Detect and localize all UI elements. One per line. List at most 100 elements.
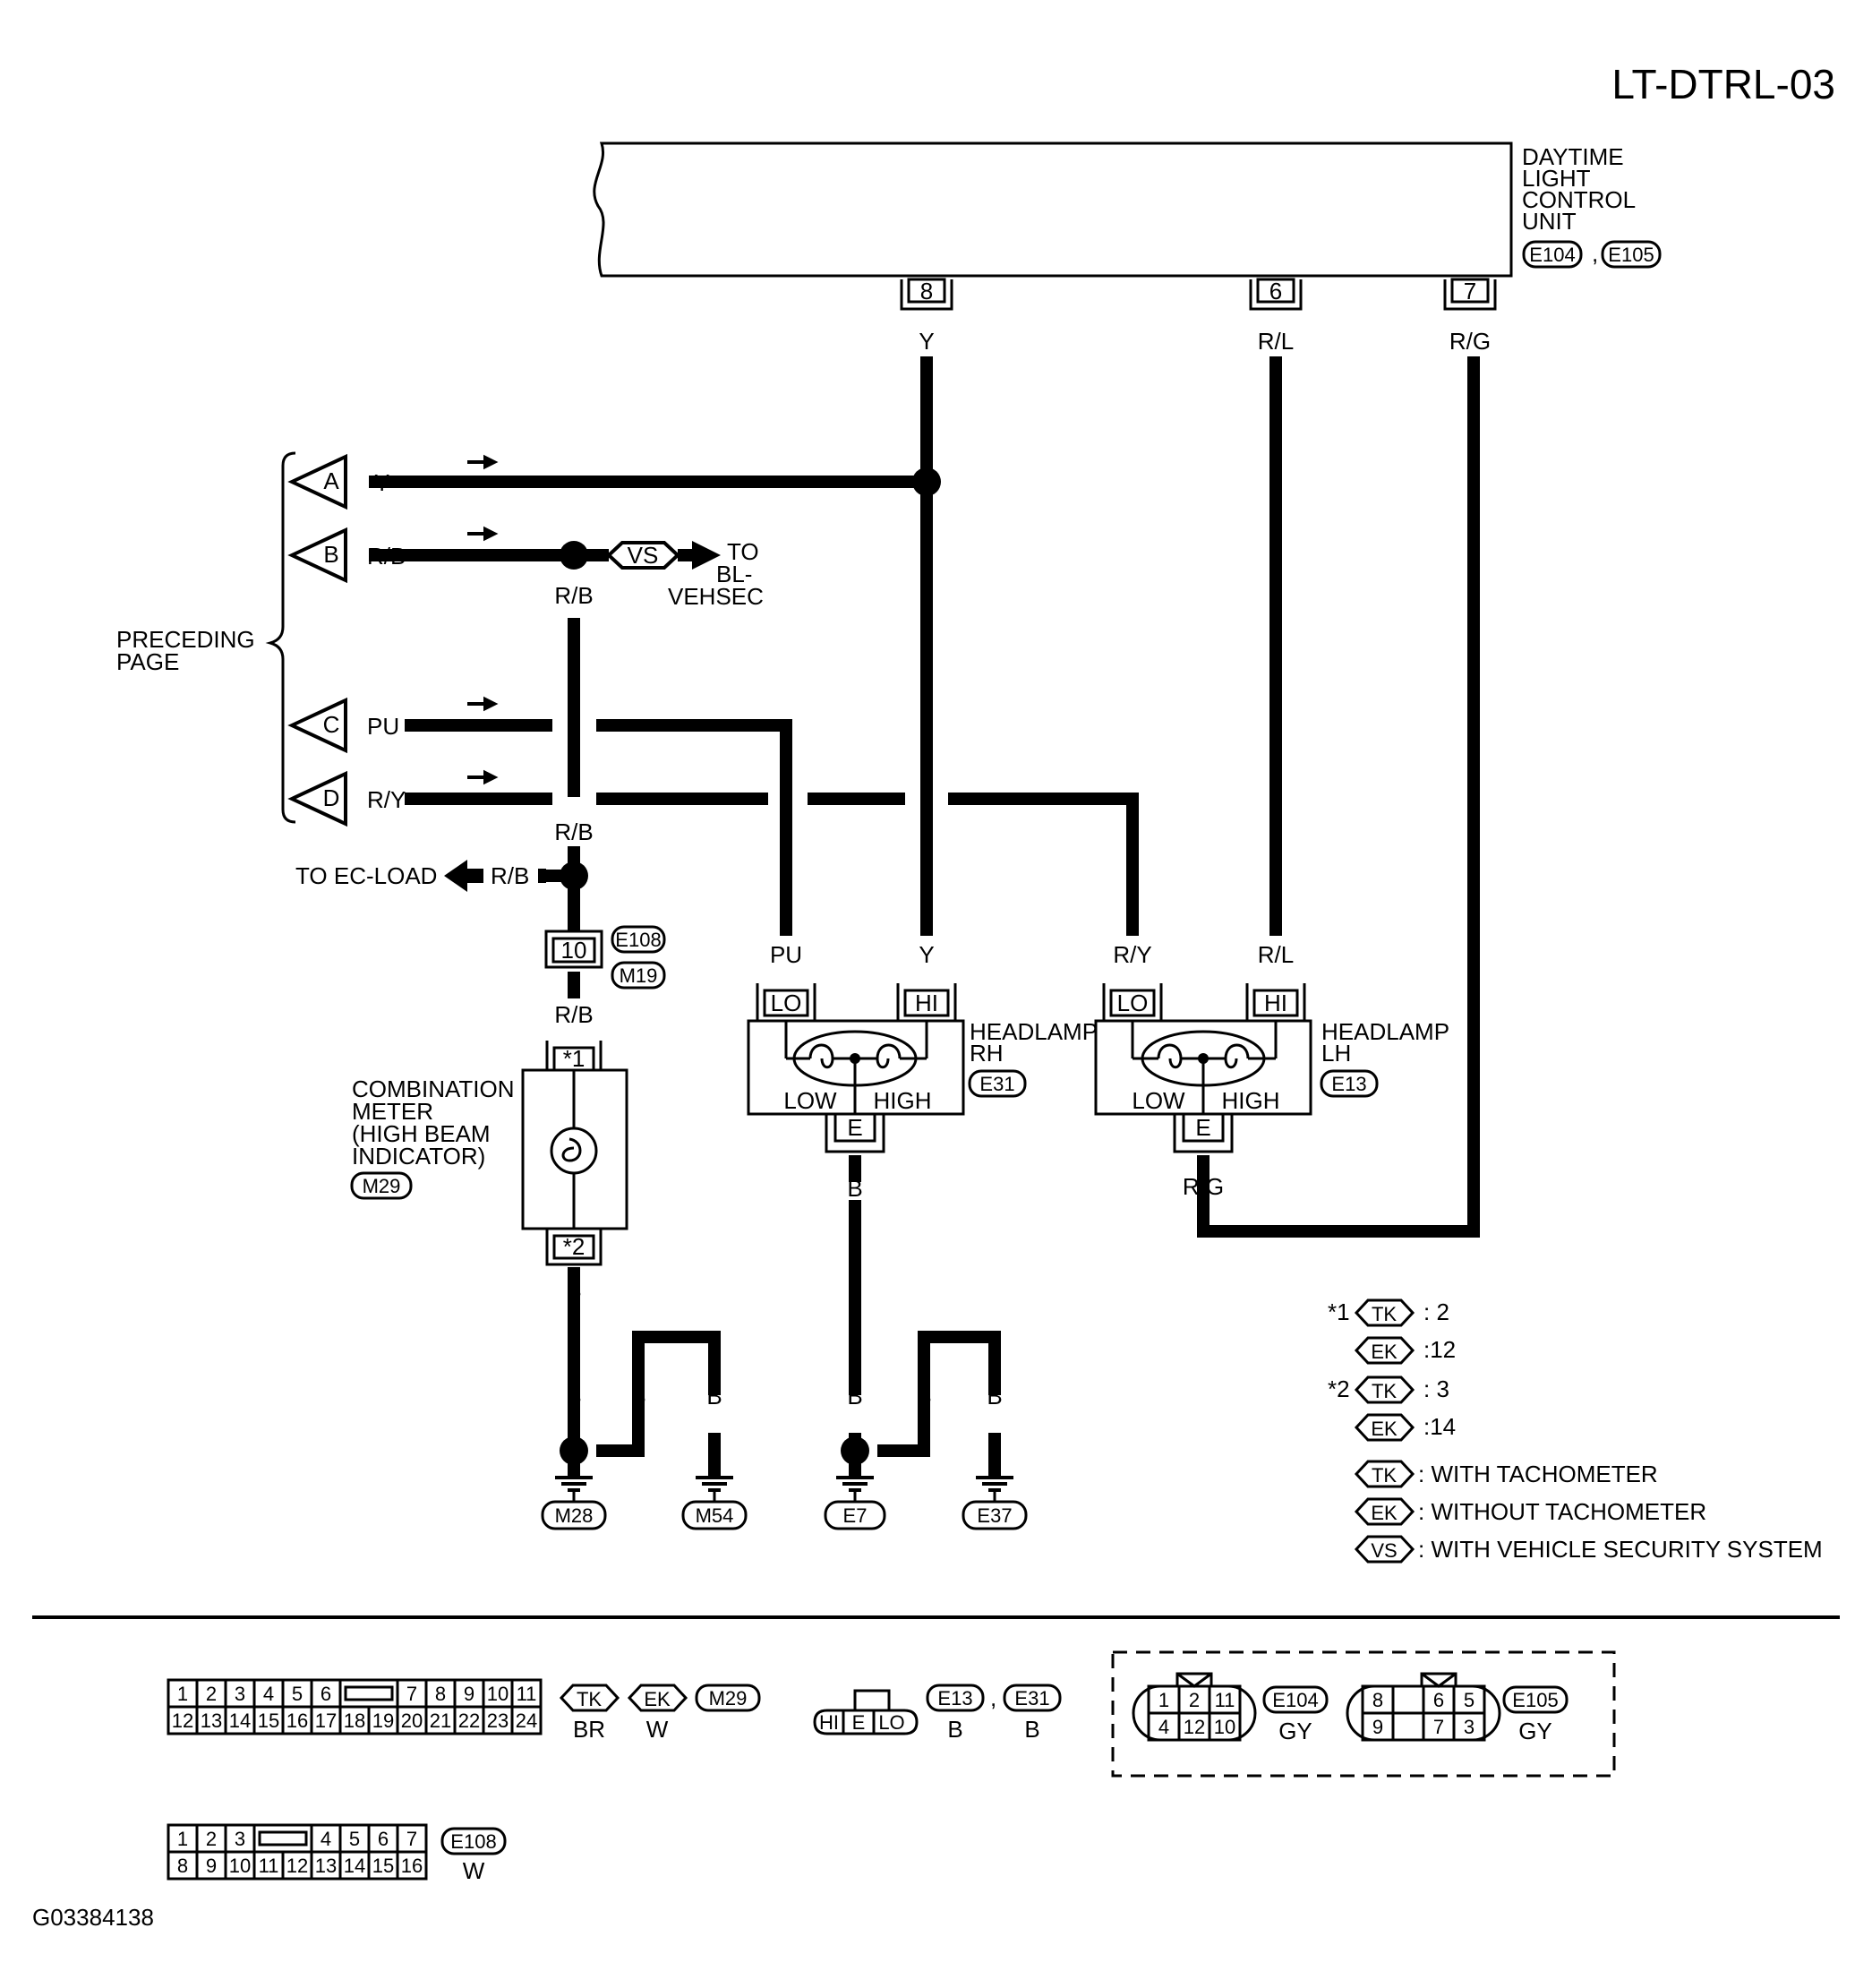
lh-pin-e: E — [1195, 1114, 1210, 1141]
svg-text:7: 7 — [1464, 278, 1476, 304]
m29-pin-2: 2 — [206, 1683, 217, 1705]
wire-ground-e7-e37 — [877, 1331, 1001, 1457]
terminal-b: B — [323, 541, 338, 568]
note-ek-star1-value: :12 — [1423, 1336, 1456, 1363]
note-ek-def-badge: EK — [1371, 1502, 1398, 1524]
rg-label-lower: R/G — [1183, 1173, 1224, 1200]
m29-pin-4: 4 — [263, 1683, 274, 1705]
rh-label-line1: HEADLAMP — [970, 1018, 1098, 1045]
note-tk-def: : WITH TACHOMETER — [1418, 1461, 1658, 1487]
e108-pin-14: 14 — [344, 1855, 365, 1877]
rh-pin-e: E — [847, 1114, 862, 1141]
hl-color-e31: B — [1024, 1716, 1039, 1743]
terminal-c-color: PU — [367, 713, 399, 740]
e108-pin-8: 8 — [177, 1855, 188, 1877]
junction-connector-2: M19 — [620, 964, 658, 987]
e108-pin-9: 9 — [206, 1855, 217, 1877]
junction-y — [912, 467, 941, 496]
figure-id: G03384138 — [32, 1904, 154, 1931]
note-ek-star2-value: :14 — [1423, 1413, 1456, 1440]
m29-pin-24: 24 — [516, 1710, 537, 1732]
lh-filament-low: LOW — [1132, 1087, 1185, 1114]
e104-pin-1: 1 — [1158, 1689, 1169, 1711]
m29-id: M29 — [709, 1687, 748, 1710]
m29-pin-16: 16 — [286, 1710, 308, 1732]
terminal-a: A — [323, 467, 339, 494]
pu-label-lower: PU — [770, 941, 802, 968]
y-label-lower: Y — [919, 941, 934, 968]
rh-pin-lo: LO — [771, 990, 802, 1016]
m29-pin-5: 5 — [292, 1683, 303, 1705]
e105-color: GY — [1518, 1718, 1552, 1744]
e104-pin-2: 2 — [1189, 1689, 1200, 1711]
ground-m54: M54 — [681, 1500, 748, 1530]
svg-text:B: B — [847, 1383, 862, 1410]
m29-pin-22: 22 — [458, 1710, 480, 1732]
svg-text:B: B — [566, 1277, 581, 1304]
unit-connector-separator: , — [1592, 240, 1598, 267]
lh-label-line1: HEADLAMP — [1321, 1018, 1449, 1045]
e108-pin-1: 1 — [177, 1828, 188, 1850]
preceding-page-line1: PRECEDING — [116, 626, 255, 653]
note-ek-def: : WITHOUT TACHOMETER — [1418, 1498, 1706, 1525]
e104-pin-11: 11 — [1215, 1689, 1235, 1711]
m29-tk-color: BR — [573, 1716, 605, 1743]
note-vs-def: : WITH VEHICLE SECURITY SYSTEM — [1418, 1536, 1823, 1563]
m29-pin-14: 14 — [229, 1710, 251, 1732]
junction-e7 — [841, 1436, 869, 1465]
svg-text:M28: M28 — [555, 1504, 594, 1527]
e105-pin-9: 9 — [1372, 1716, 1383, 1738]
control-unit-connector-frame — [1111, 1650, 1616, 1778]
svg-text:B: B — [916, 1383, 931, 1410]
connector-view-m29-labels: TK BR EK W M29 — [559, 1684, 761, 1743]
meter-label-line1: COMBINATION — [352, 1075, 515, 1102]
e105-pin-3: 3 — [1464, 1716, 1475, 1738]
headlamp-rh: LO HI LOW HIGH E HEADLAMP RH E31 — [747, 983, 1098, 1153]
vs-dest-line3: VEHSEC — [668, 583, 764, 610]
e104-color: GY — [1278, 1718, 1312, 1744]
e108-pin-12: 12 — [286, 1855, 308, 1877]
note-ek-2: EK — [1371, 1418, 1398, 1440]
wire-color-y-top: Y — [919, 328, 934, 355]
svg-text:6: 6 — [1269, 278, 1282, 304]
vs-badge: VS — [628, 542, 659, 569]
unit-pin-8: 8 — [900, 278, 953, 311]
e108-pin-10: 10 — [229, 1855, 251, 1877]
m29-pin-23: 23 — [487, 1710, 509, 1732]
m29-ek-color: W — [646, 1716, 669, 1743]
e104-id: E104 — [1272, 1689, 1318, 1711]
meter-pin-1: *1 — [563, 1045, 586, 1072]
vs-dest-line2: BL- — [716, 561, 752, 587]
svg-text:B: B — [566, 1383, 581, 1410]
junction-m28 — [560, 1436, 588, 1465]
ground-e37: E37 — [962, 1500, 1028, 1530]
e108-color: W — [463, 1857, 485, 1884]
e108-pin-3: 3 — [235, 1828, 245, 1850]
unit-label-line3: CONTROL — [1522, 186, 1636, 213]
m29-pin-1: 1 — [177, 1683, 188, 1705]
note-tk-2: TK — [1372, 1380, 1397, 1402]
e104-pin-12: 12 — [1184, 1716, 1205, 1738]
note-tk-def-badge: TK — [1372, 1464, 1397, 1487]
e108-id: E108 — [450, 1830, 496, 1853]
ec-load-branch: TO EC-LOAD R/B — [295, 860, 546, 892]
e108-pin-5: 5 — [349, 1828, 360, 1850]
lh-pin-hi: HI — [1264, 990, 1287, 1016]
m29-tk: TK — [577, 1688, 602, 1710]
m29-pin-17: 17 — [315, 1710, 337, 1732]
preceding-page-group: PRECEDING PAGE A Y B R/B C PU D R/Y — [116, 451, 406, 827]
terminal-a-color: Y — [374, 469, 389, 496]
m29-pin-10: 10 — [487, 1683, 509, 1705]
terminal-c: C — [323, 711, 340, 738]
unit-label-line1: DAYTIME — [1522, 143, 1624, 170]
m29-pin-7: 7 — [406, 1683, 417, 1705]
svg-text:8: 8 — [920, 278, 933, 304]
m29-pin-11: 11 — [517, 1683, 537, 1705]
connector-view-e105-labels: E105 GY — [1502, 1685, 1569, 1744]
m29-pin-19: 19 — [372, 1710, 394, 1732]
